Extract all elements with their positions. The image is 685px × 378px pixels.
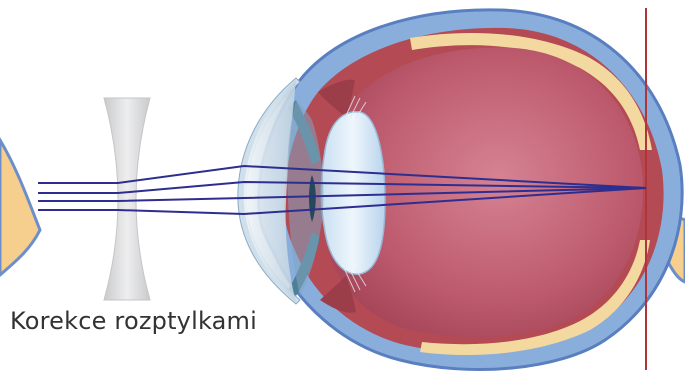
left-eyelid xyxy=(0,140,40,275)
concave-lens-icon xyxy=(104,98,150,300)
diagram-caption: Korekce rozptylkami xyxy=(10,307,257,335)
